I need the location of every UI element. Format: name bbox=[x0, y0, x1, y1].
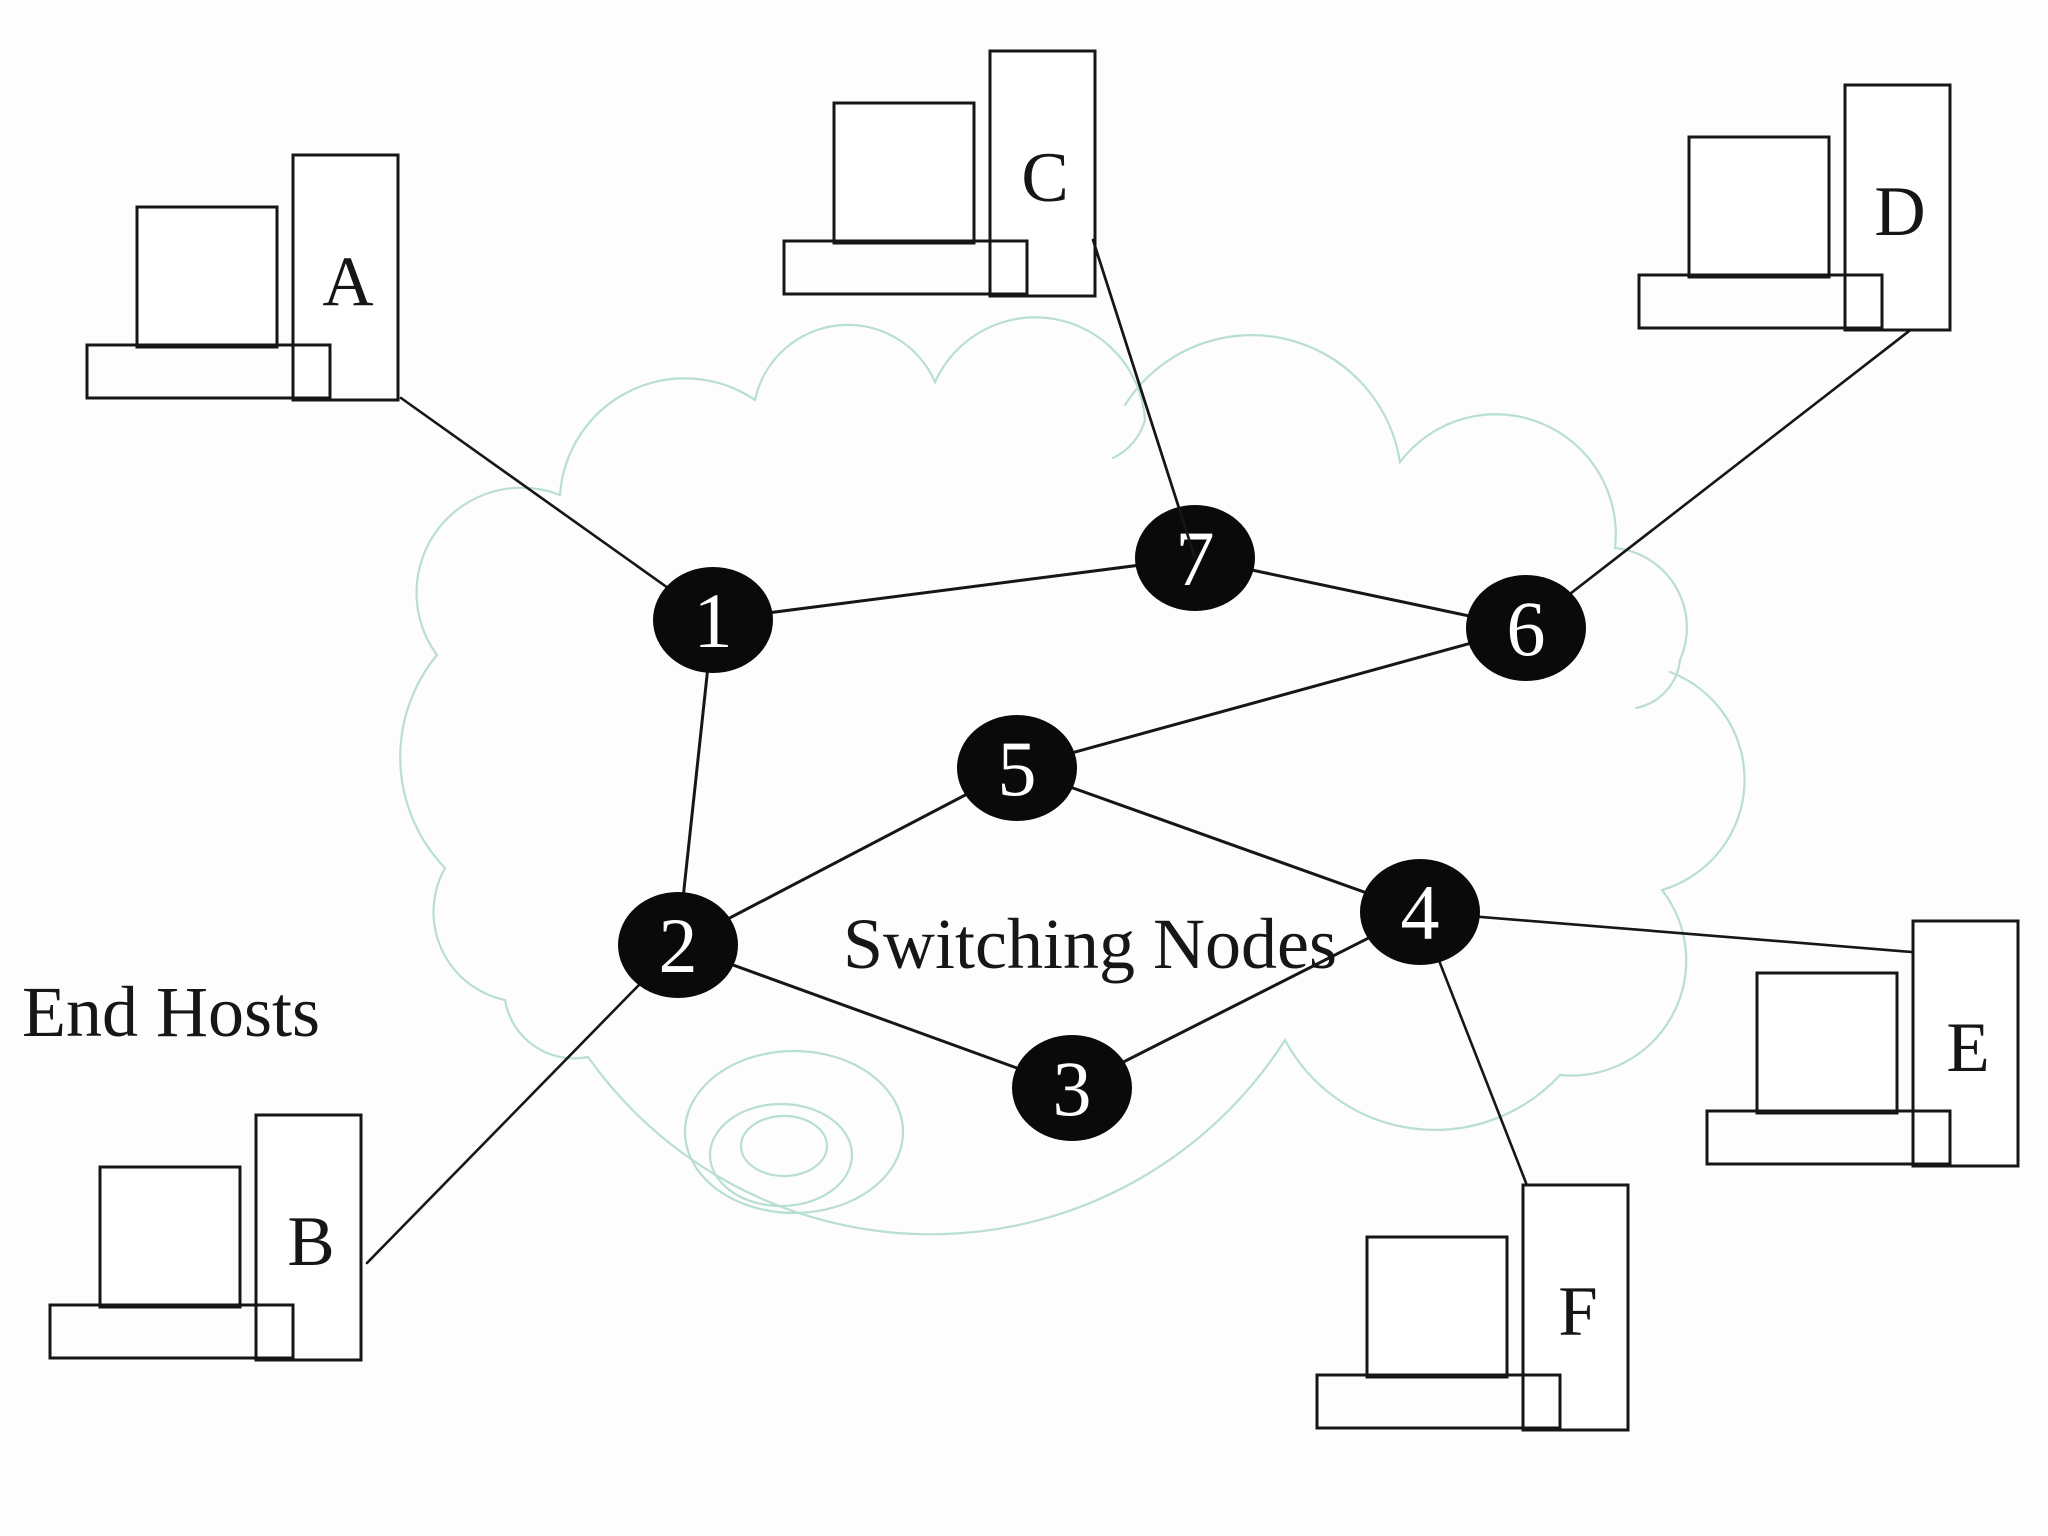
host-tower-icon bbox=[291, 153, 400, 402]
host-A: A bbox=[85, 153, 400, 402]
host-F: F bbox=[1315, 1183, 1630, 1432]
node-number: 1 bbox=[694, 577, 733, 664]
node-number: 4 bbox=[1401, 869, 1440, 956]
caption-end-hosts: End Hosts bbox=[22, 972, 320, 1052]
link-host-D-node-6 bbox=[1524, 326, 1915, 630]
node-circle bbox=[1012, 1035, 1132, 1141]
end-hosts: A B C D E F bbox=[48, 49, 2020, 1432]
host-monitor-icon bbox=[832, 101, 976, 245]
host-monitor-icon bbox=[1687, 135, 1831, 279]
node-2: 2 bbox=[618, 892, 738, 998]
node-number: 5 bbox=[998, 725, 1037, 812]
edge-2-5 bbox=[676, 766, 1019, 947]
edge-1-2 bbox=[676, 618, 715, 947]
node-circle bbox=[653, 567, 773, 673]
caption-switching-nodes: Switching Nodes bbox=[843, 904, 1337, 984]
host-label: B bbox=[287, 1203, 334, 1281]
host-tower-icon bbox=[988, 49, 1097, 298]
cloud-outline-arc bbox=[1123, 334, 1688, 710]
host-base-icon bbox=[48, 1303, 295, 1360]
host-label: F bbox=[1558, 1273, 1598, 1351]
host-base-icon bbox=[1637, 273, 1884, 330]
edge-4-5 bbox=[1015, 766, 1422, 914]
edge-3-4 bbox=[1070, 910, 1422, 1090]
cloud-outline-arc bbox=[432, 670, 1746, 1236]
host-monitor-icon bbox=[1365, 1235, 1509, 1379]
link-host-B-node-2 bbox=[365, 943, 680, 1265]
cloud-swirl bbox=[708, 1102, 854, 1208]
node-5: 5 bbox=[957, 715, 1077, 821]
overlay-links bbox=[1091, 238, 1197, 560]
node-4: 4 bbox=[1360, 859, 1480, 965]
node-circle bbox=[957, 715, 1077, 821]
link-host-E-node-4 bbox=[1418, 910, 1914, 954]
host-label: A bbox=[322, 243, 373, 321]
host-label: E bbox=[1946, 1009, 1989, 1087]
node-circle bbox=[1466, 575, 1586, 681]
host-label: D bbox=[1874, 173, 1925, 251]
link-host-A-node-1 bbox=[399, 396, 715, 622]
host-base-icon bbox=[1315, 1373, 1562, 1430]
host-C: C bbox=[782, 49, 1097, 298]
host-tower-icon bbox=[1911, 919, 2020, 1168]
overlay-link-host-C bbox=[1091, 238, 1197, 560]
host-tower-icon bbox=[1521, 1183, 1630, 1432]
node-1: 1 bbox=[653, 567, 773, 673]
host-tower-icon bbox=[1843, 83, 1952, 332]
node-circle bbox=[1360, 859, 1480, 965]
host-D: D bbox=[1637, 83, 1952, 332]
host-base-icon bbox=[1705, 1109, 1952, 1166]
edge-2-3 bbox=[676, 943, 1074, 1090]
node-number: 3 bbox=[1053, 1045, 1092, 1132]
captions: End Hosts Switching Nodes bbox=[22, 904, 1337, 1052]
host-base-icon bbox=[85, 343, 332, 400]
host-monitor-icon bbox=[98, 1165, 242, 1309]
host-monitor-icon bbox=[1755, 971, 1899, 1115]
edge-5-6 bbox=[1015, 626, 1528, 770]
node-3: 3 bbox=[1012, 1035, 1132, 1141]
node-number: 2 bbox=[659, 902, 698, 989]
cloud-outline-arc bbox=[399, 316, 1147, 870]
cloud-swirl bbox=[739, 1114, 829, 1178]
host-monitor-icon bbox=[135, 205, 279, 349]
host-tower-icon bbox=[254, 1113, 363, 1362]
edge-1-7 bbox=[711, 556, 1197, 622]
host-B: B bbox=[48, 1113, 363, 1362]
switching-cloud bbox=[399, 316, 1746, 1236]
node-circle bbox=[618, 892, 738, 998]
host-E: E bbox=[1705, 919, 2020, 1168]
host-base-icon bbox=[782, 239, 1029, 296]
cloud-swirl bbox=[683, 1049, 905, 1215]
node-number: 6 bbox=[1507, 585, 1546, 672]
node-6: 6 bbox=[1466, 575, 1586, 681]
host-label: C bbox=[1021, 139, 1068, 217]
